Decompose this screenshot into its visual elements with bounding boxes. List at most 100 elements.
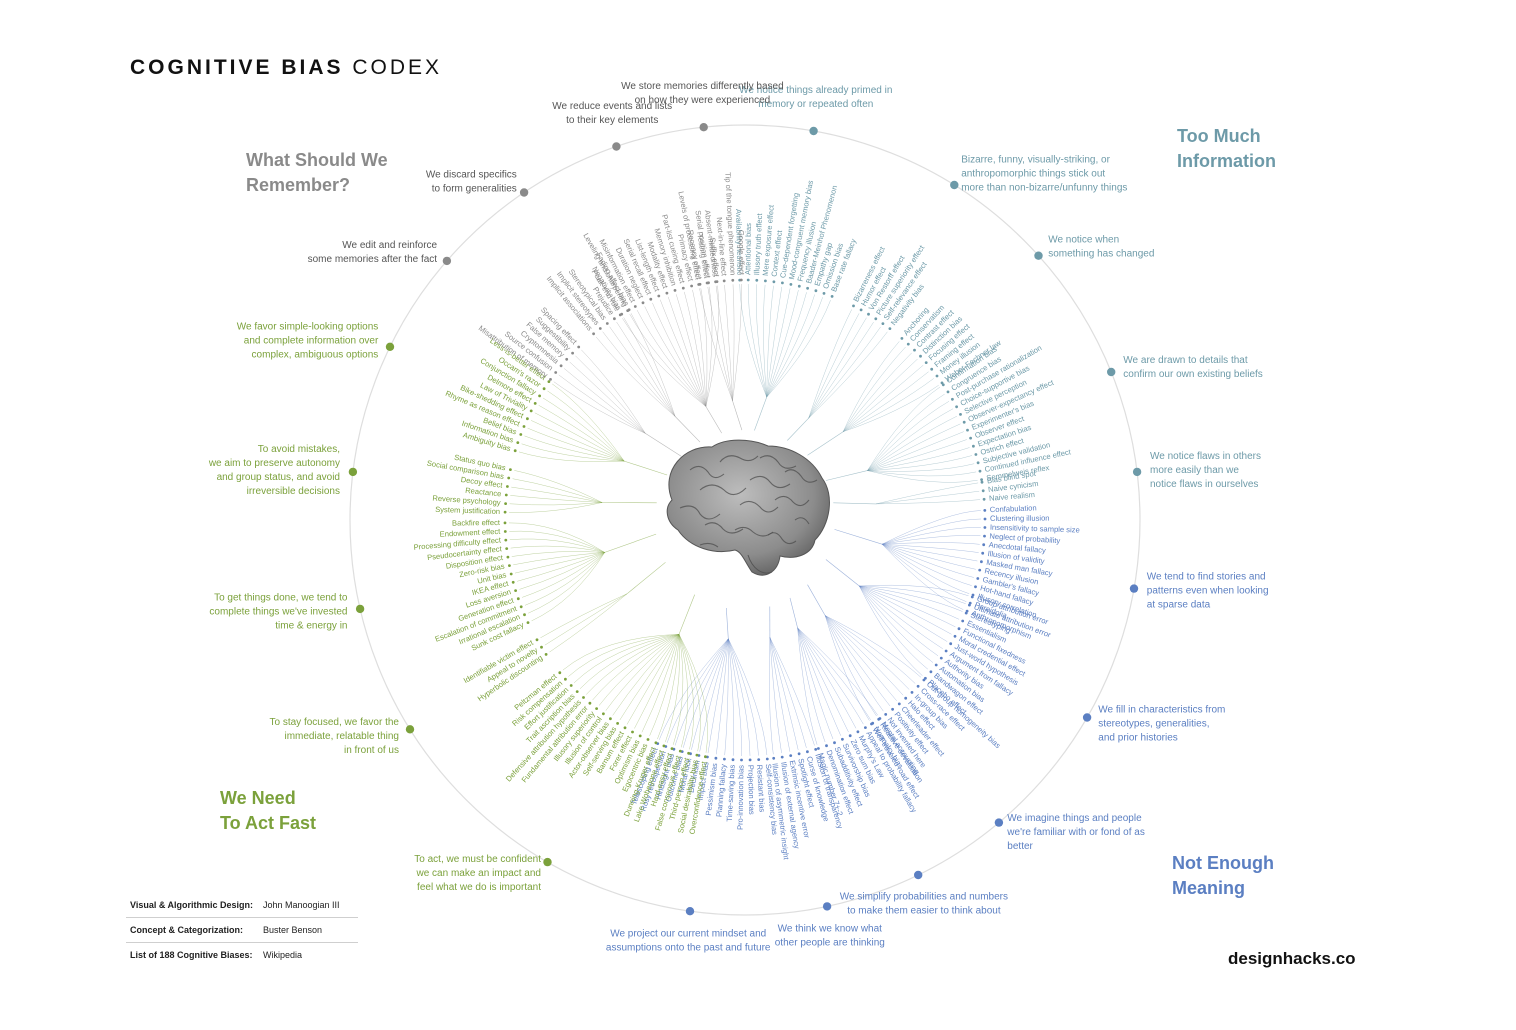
- branch-line: [700, 288, 708, 407]
- bias-tick: [888, 327, 892, 330]
- bias-tick: [508, 564, 511, 567]
- quadrant-title-remember: What Should We Remember?: [246, 150, 388, 195]
- bias-tick: [588, 701, 592, 705]
- bias-tick: [569, 684, 573, 687]
- branch-line: [797, 627, 849, 733]
- group-caption: at sparse data: [1147, 599, 1211, 610]
- branch-line: [766, 294, 815, 398]
- bias-tick: [941, 383, 945, 387]
- bias-tick: [695, 753, 699, 757]
- branch-trunk: [726, 607, 729, 639]
- branch-trunk: [678, 594, 695, 635]
- branch-line: [598, 634, 680, 706]
- branch-trunk: [807, 431, 844, 456]
- branch-line: [882, 543, 978, 562]
- branch-line: [825, 615, 884, 712]
- bias-tick: [935, 374, 939, 378]
- bias-tick: [806, 750, 809, 754]
- group-dot: [1129, 584, 1139, 593]
- branch-line: [728, 638, 734, 756]
- bias-tick: [609, 717, 612, 721]
- branch-line: [882, 527, 981, 545]
- bias-tick: [978, 568, 982, 572]
- bias-label: Resistant bias: [755, 764, 767, 812]
- group-caption: complete things we've invested: [209, 606, 347, 617]
- bias-tick: [505, 547, 509, 550]
- bias-tick: [982, 497, 986, 501]
- branch-line: [825, 615, 910, 690]
- branch-line: [522, 552, 605, 598]
- group-caption: To get things done, we tend to: [214, 592, 348, 603]
- group-dot: [442, 256, 452, 266]
- branch-line: [797, 627, 878, 716]
- branch-line: [667, 296, 707, 407]
- branch-line: [563, 368, 646, 434]
- branch-line: [707, 638, 729, 754]
- bias-tick: [822, 292, 826, 295]
- bias-tick: [859, 308, 863, 312]
- branch-line: [867, 463, 975, 472]
- branch-line: [540, 593, 628, 638]
- branch-line: [882, 510, 981, 545]
- branch-trunk: [825, 470, 868, 481]
- bias-tick: [949, 642, 953, 646]
- bias-tick: [974, 453, 978, 456]
- bias-tick: [755, 278, 759, 282]
- website-link[interactable]: designhacks.co: [1228, 949, 1356, 968]
- branch-line: [842, 352, 912, 432]
- branch-line: [842, 341, 900, 432]
- branch-line: [881, 544, 964, 610]
- bias-tick: [944, 649, 948, 653]
- branch-line: [531, 552, 605, 622]
- bias-tick: [526, 417, 529, 421]
- bias-tick: [547, 380, 551, 383]
- brain-stem: [747, 554, 773, 574]
- group-caption: something has changed: [1048, 249, 1154, 260]
- branch-line: [509, 502, 603, 513]
- bias-tick: [817, 747, 820, 750]
- branch-line: [678, 634, 689, 748]
- branch-line: [843, 385, 939, 432]
- branch-line: [797, 627, 834, 740]
- bias-label: Naive realism: [989, 490, 1036, 503]
- brain-fold: [794, 517, 810, 525]
- branch-line: [699, 288, 733, 401]
- branch-line: [867, 455, 973, 471]
- bias-tick: [681, 286, 685, 290]
- brain-fold: [699, 484, 747, 496]
- bias-tick: [507, 476, 511, 480]
- branch-line: [665, 634, 680, 743]
- bias-tick: [519, 433, 523, 436]
- branch-line: [859, 585, 956, 628]
- branch-line: [705, 286, 713, 407]
- page-title: COGNITIVE BIAS CODEX: [130, 56, 442, 80]
- bias-tick: [772, 280, 776, 284]
- group-caption: some memories after the fact: [308, 254, 438, 265]
- bias-tick: [723, 757, 726, 761]
- branch-line: [512, 478, 603, 503]
- bias-tick: [582, 696, 585, 699]
- branch-line: [724, 284, 733, 401]
- group-caption: We project our current mindset and: [610, 929, 766, 940]
- branch-line: [867, 401, 950, 471]
- bias-tick: [714, 280, 717, 284]
- group-dot: [685, 907, 695, 916]
- group-dot: [1132, 467, 1142, 477]
- bias-tick: [565, 357, 569, 361]
- branch-line: [542, 397, 625, 462]
- bias-tick: [564, 677, 567, 681]
- group-caption: We think we know what: [778, 924, 883, 935]
- branch-line: [808, 317, 867, 419]
- branch-line: [808, 313, 860, 419]
- bias-tick: [874, 317, 878, 321]
- group-captions: We notice things already primed inmemory…: [208, 81, 1269, 954]
- branch-line: [797, 627, 864, 725]
- bias-tick: [814, 748, 818, 751]
- branch-line: [797, 627, 871, 720]
- bias-tick: [825, 744, 828, 748]
- branch-line: [825, 615, 916, 684]
- branch-line: [769, 637, 791, 752]
- branch-line: [623, 317, 676, 417]
- branch-line: [549, 593, 628, 653]
- bias-tick: [867, 312, 870, 316]
